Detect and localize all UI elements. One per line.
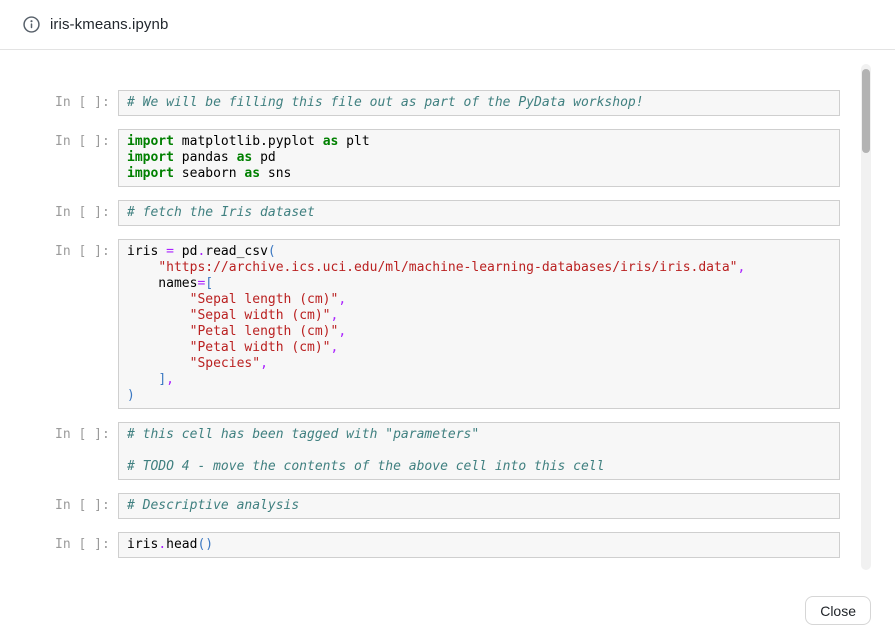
dialog-header: iris-kmeans.ipynb bbox=[0, 0, 895, 50]
notebook-scroll-area[interactable]: In [ ]: # We will be filling this file ou… bbox=[0, 50, 895, 571]
cell-prompt: In [ ]: bbox=[55, 244, 110, 259]
notebook-cell: In [ ]: # this cell has been tagged with … bbox=[55, 422, 840, 480]
notebook-cell: In [ ]: # Descriptive analysis bbox=[55, 493, 840, 519]
notebook-cells: In [ ]: # We will be filling this file ou… bbox=[0, 50, 895, 558]
page-title: iris-kmeans.ipynb bbox=[50, 16, 169, 33]
cell-code: iris.head() bbox=[118, 532, 840, 558]
cell-code: # Descriptive analysis bbox=[118, 493, 840, 519]
cell-prompt: In [ ]: bbox=[55, 498, 110, 513]
cell-prompt: In [ ]: bbox=[55, 134, 110, 149]
cell-code: # this cell has been tagged with "parame… bbox=[118, 422, 840, 480]
cell-code: # fetch the Iris dataset bbox=[118, 200, 840, 226]
cell-prompt: In [ ]: bbox=[55, 537, 110, 552]
notebook-cell: In [ ]: # We will be filling this file ou… bbox=[55, 90, 840, 116]
notebook-cell: In [ ]: iris = pd.read_csv( "https://arch… bbox=[55, 239, 840, 409]
cell-code: iris = pd.read_csv( "https://archive.ics… bbox=[118, 239, 840, 409]
cell-prompt: In [ ]: bbox=[55, 95, 110, 110]
notebook-cell: In [ ]: iris.head() bbox=[55, 532, 840, 558]
cell-prompt: In [ ]: bbox=[55, 427, 110, 442]
scrollbar-thumb[interactable] bbox=[862, 69, 870, 153]
scrollbar-track[interactable] bbox=[861, 64, 871, 570]
notebook-cell: In [ ]: # fetch the Iris dataset bbox=[55, 200, 840, 226]
cell-prompt: In [ ]: bbox=[55, 205, 110, 220]
cell-code: # We will be filling this file out as pa… bbox=[118, 90, 840, 116]
info-icon bbox=[23, 16, 40, 33]
close-button[interactable]: Close bbox=[805, 596, 871, 625]
